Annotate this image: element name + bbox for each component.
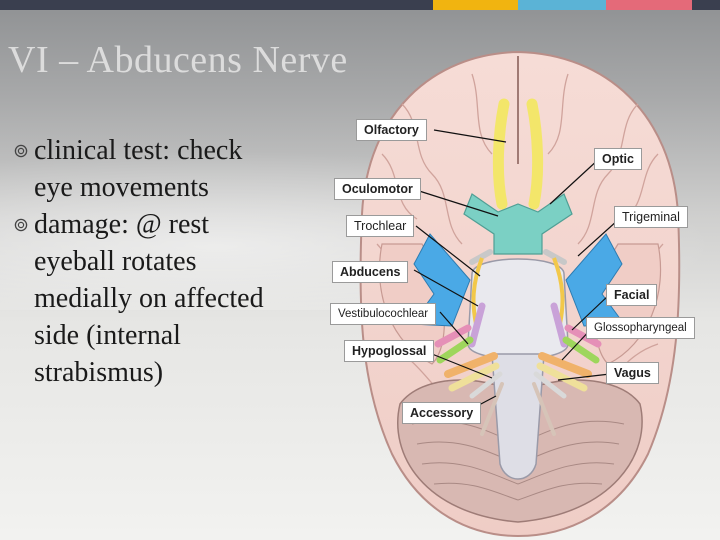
label-optic: Optic <box>594 148 642 170</box>
accent-stripe-pink <box>606 0 692 10</box>
brain-diagram: Olfactory Optic Oculomotor Trigeminal Tr… <box>322 44 720 540</box>
label-olfactory: Olfactory <box>356 119 427 141</box>
label-abducens: Abducens <box>332 261 409 283</box>
vagus-nerve <box>448 362 588 392</box>
bullet-list: clinical test: check eye movements damag… <box>14 132 324 391</box>
label-hypoglossal: Hypoglossal <box>344 340 435 362</box>
bullet-icon <box>14 144 28 158</box>
olfactory-tract-left <box>492 98 510 210</box>
label-trochlear: Trochlear <box>346 215 415 237</box>
bullet-line: side (internal <box>34 320 181 351</box>
bullet-item: clinical test: check eye movements <box>14 132 324 206</box>
vestibulocochlear-nerve <box>436 336 600 364</box>
label-glossopharyngeal: Glossopharyngeal <box>586 317 695 339</box>
glossopharyngeal-nerve <box>444 352 592 378</box>
olfactory-tract-right <box>526 98 544 210</box>
label-accessory: Accessory <box>402 402 482 424</box>
trochlear-nerve <box>471 257 565 325</box>
slide-title: VI – Abducens Nerve <box>8 39 348 81</box>
trigeminal-nerve-right <box>565 233 625 327</box>
label-facial: Facial <box>606 284 658 306</box>
label-oculomotor: Oculomotor <box>334 178 421 200</box>
optic-chiasm <box>463 193 573 255</box>
accessory-nerve <box>480 382 556 436</box>
oculomotor-nerve <box>469 249 567 265</box>
leader-lines <box>413 129 619 415</box>
accent-stripe-blue <box>518 0 606 10</box>
label-trigeminal: Trigeminal <box>614 206 688 228</box>
accent-stripe-yellow <box>433 0 518 10</box>
bullet-line: clinical test: check <box>34 135 243 166</box>
bullet-line: medially on affected <box>34 283 264 314</box>
abducens-nerve <box>468 302 568 348</box>
facial-nerve <box>434 324 602 348</box>
bullet-item: damage: @ rest eyeball rotates medially … <box>14 206 324 391</box>
medulla <box>491 353 545 480</box>
top-bar <box>0 0 720 10</box>
bullet-line: damage: @ rest <box>34 209 210 240</box>
bullet-line: strabismus) <box>34 357 164 388</box>
bullet-line: eye movements <box>34 172 209 203</box>
hypoglossal-nerve <box>469 371 567 399</box>
bullet-icon <box>14 218 28 232</box>
label-vestibulocochlear: Vestibulocochlear <box>330 303 437 325</box>
label-vagus: Vagus <box>606 362 659 384</box>
bullet-line: eyeball rotates <box>34 246 197 277</box>
